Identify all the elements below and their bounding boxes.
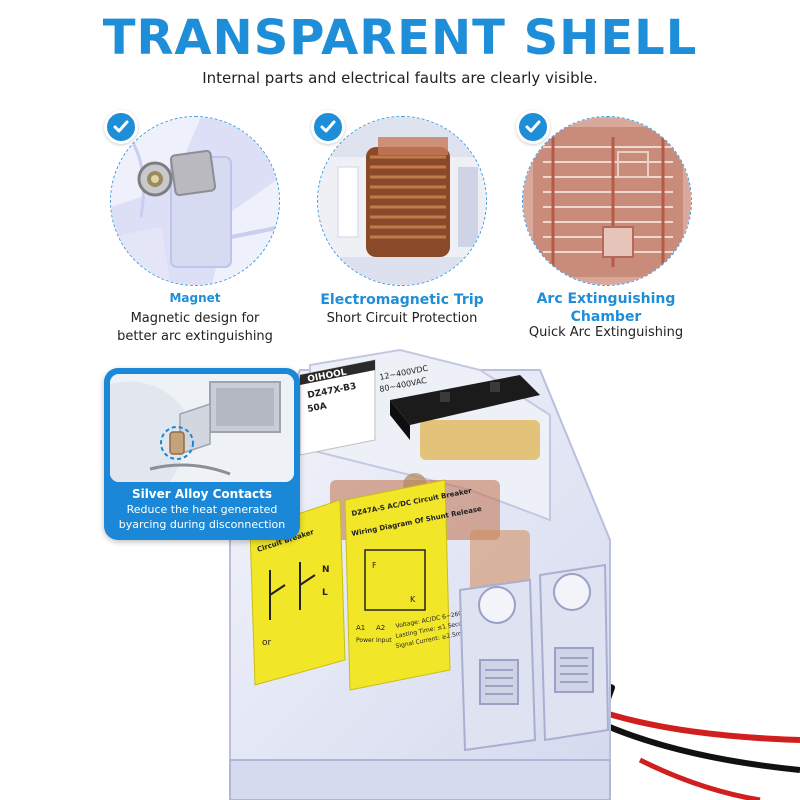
feature-arc-chamber-label-line2: Chamber: [570, 309, 642, 325]
feature-arc-chamber-label: Arc Extinguishing Chamber: [504, 290, 708, 326]
feature-electromagnetic-trip: [311, 110, 487, 286]
feature-electromagnetic-trip-desc: Short Circuit Protection: [326, 311, 478, 326]
checkmark-icon: [104, 110, 138, 144]
or-label: or: [262, 638, 272, 648]
terminal-f-label: F: [372, 561, 377, 570]
terminal-a2-label: A2: [376, 624, 385, 632]
callout-desc-line1: Reduce the heat generated: [126, 503, 278, 516]
callout-desc: Reduce the heat generated byarcing durin…: [104, 502, 300, 532]
magnet-closeup-image: [110, 116, 280, 286]
rating-label: 50A: [307, 401, 328, 415]
feature-magnet-desc: Magnetic design for better arc extinguis…: [100, 310, 290, 346]
line-label-l: L: [322, 588, 328, 598]
terminal-a1-label: A1: [356, 624, 365, 632]
callout-desc-line2: byarcing during disconnection: [118, 518, 286, 531]
terminal-k-label: K: [410, 595, 416, 604]
electromagnetic-coil-image: [317, 116, 487, 286]
feature-arc-chamber-label-line1: Arc Extinguishing: [536, 291, 676, 307]
checkmark-icon: [516, 110, 550, 144]
checkmark-icon: [311, 110, 345, 144]
callout-title: Silver Alloy Contacts: [131, 487, 273, 501]
feature-magnet-desc-line1: Magnetic design for: [130, 311, 260, 326]
page-title: TRANSPARENT SHELL: [102, 10, 698, 66]
feature-electromagnetic-trip-label: Electromagnetic Trip: [320, 292, 484, 308]
feature-arc-extinguishing-chamber: [516, 110, 692, 286]
feature-magnet-label: Magnet: [169, 291, 221, 305]
feature-arc-chamber-desc: Quick Arc Extinguishing: [528, 325, 684, 340]
silver-alloy-contacts-callout: Silver Alloy Contacts Reduce the heat ge…: [104, 368, 300, 540]
circuit-breaker-image: OIHOOL DZ47X-B3 50A 12~400VDC 80~400VAC …: [0, 340, 800, 800]
line-label-n: N: [322, 565, 330, 575]
feature-magnet-desc-line2: better arc extinguishing: [117, 329, 273, 344]
silver-contacts-closeup-image: [110, 374, 294, 482]
feature-magnet: [104, 110, 280, 286]
power-input-label: Power Input: [356, 637, 392, 644]
arc-chamber-image: [522, 116, 692, 286]
page-subtitle: Internal parts and electrical faults are…: [202, 69, 598, 87]
